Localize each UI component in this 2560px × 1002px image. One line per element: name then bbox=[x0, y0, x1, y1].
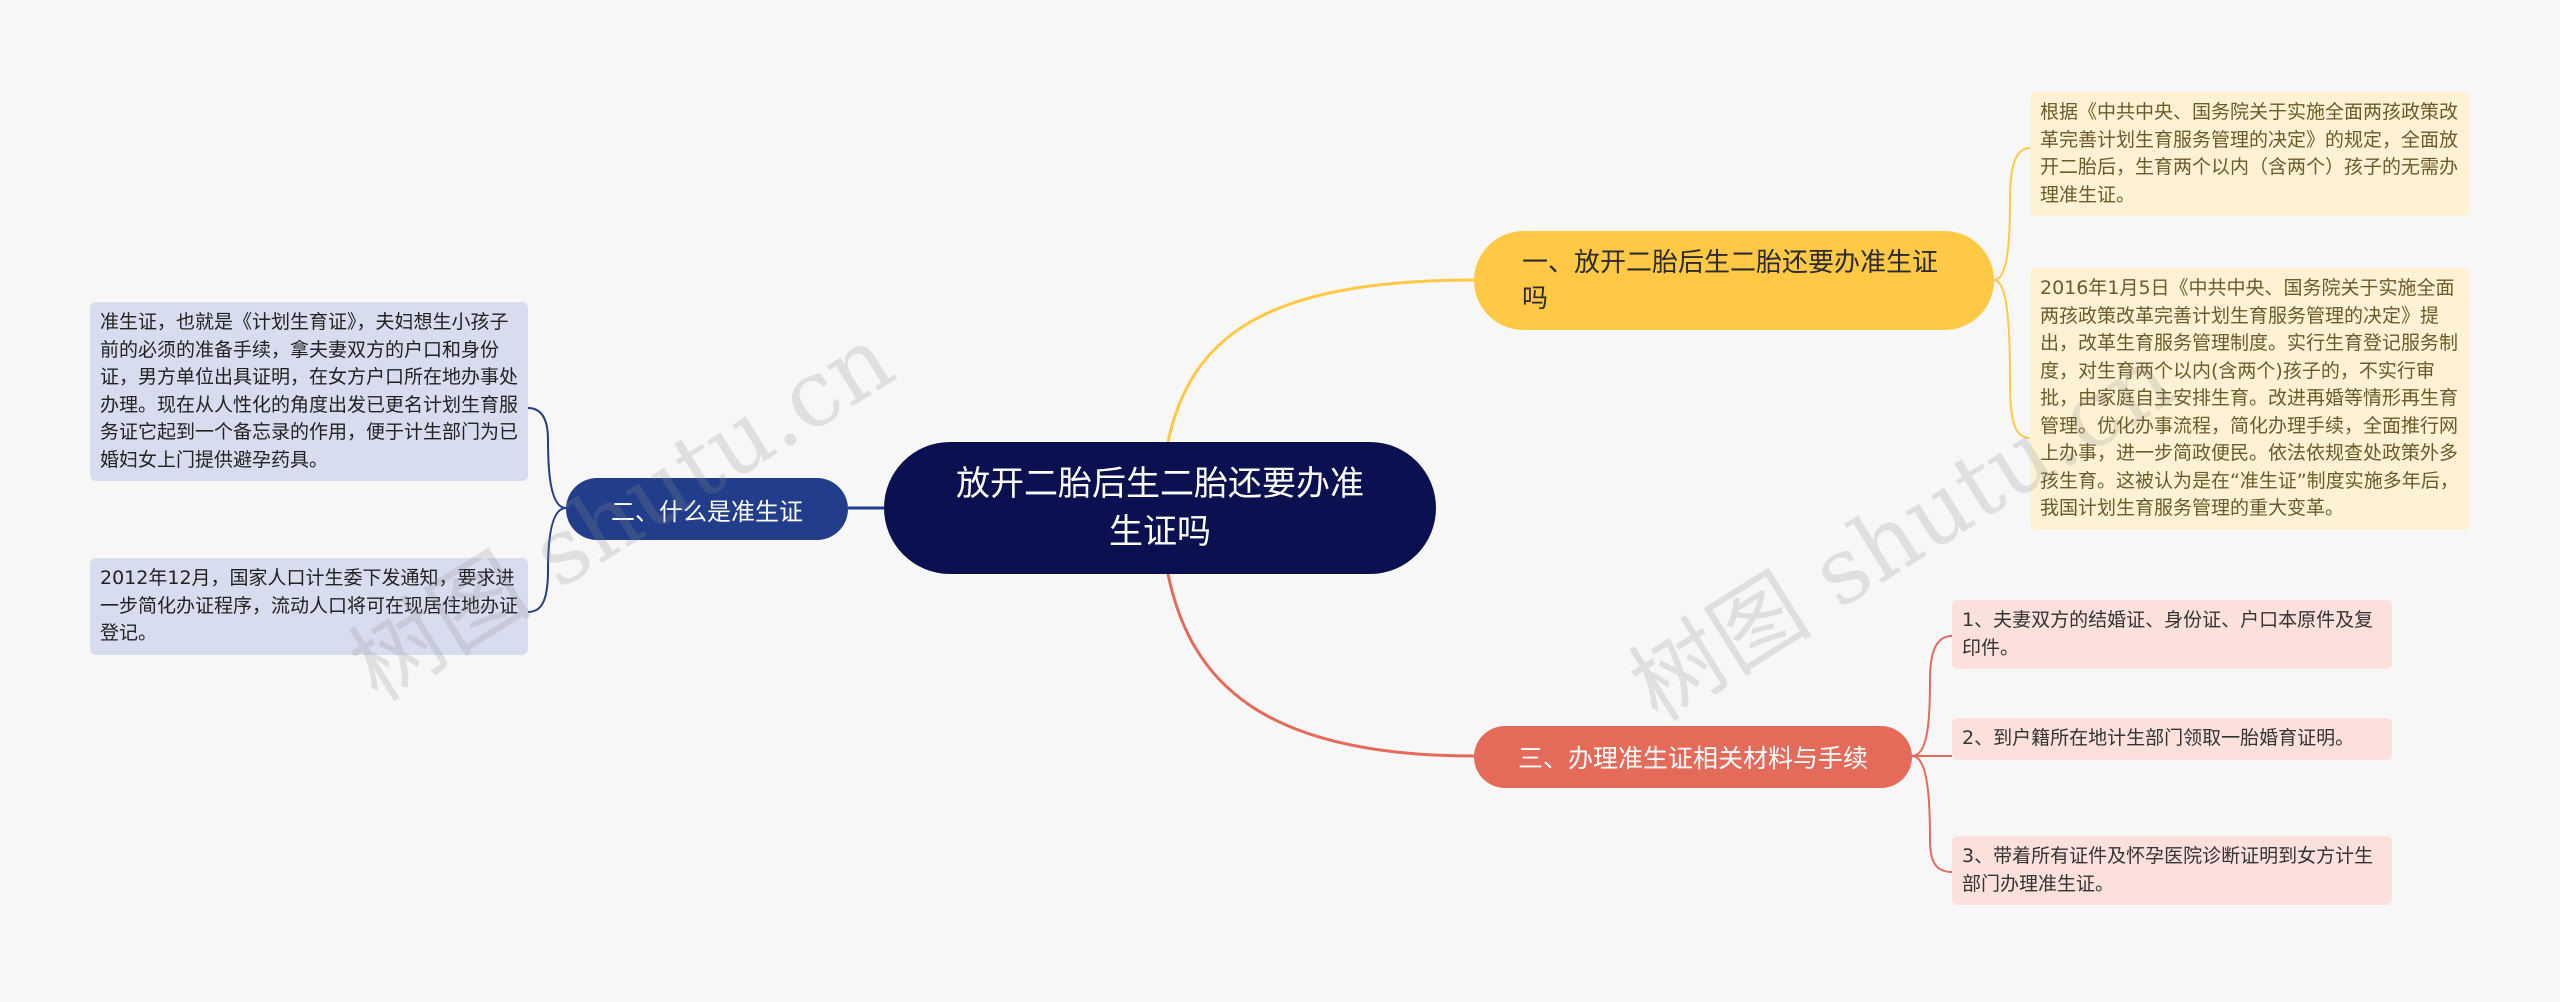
branch-2-leaf-1[interactable]: 准生证，也就是《计划生育证》，夫妇想生小孩子前的必须的准备手续，拿夫妻双方的户口… bbox=[90, 302, 528, 481]
link-branch1-leaf1 bbox=[1993, 147, 2031, 281]
branch-1-leaf-2[interactable]: 2016年1月5日《中共中央、国务院关于实施全面两孩政策改革完善计划生育服务管理… bbox=[2030, 268, 2470, 530]
branch-3-leaf-1[interactable]: 1、夫妻双方的结婚证、身份证、户口本原件及复印件。 bbox=[1952, 600, 2392, 669]
branch-1-label: 一、放开二胎后生二胎还要办准生证吗 bbox=[1522, 247, 1939, 314]
root-topic-label: 放开二胎后生二胎还要办准生证吗 bbox=[956, 464, 1364, 552]
branch-3-leaf-2[interactable]: 2、到户籍所在地计生部门领取一胎婚育证明。 bbox=[1952, 718, 2392, 760]
branch-1-topic[interactable]: 一、放开二胎后生二胎还要办准生证吗 bbox=[1474, 231, 1994, 330]
branch-2-leaf-2[interactable]: 2012年12月，国家人口计生委下发通知，要求进一步简化办证程序，流动人口将可在… bbox=[90, 558, 528, 655]
link-branch3-leaf3 bbox=[1911, 755, 1953, 873]
branch-2-topic[interactable]: 二、什么是准生证 bbox=[566, 478, 848, 540]
branch-3-leaf-3[interactable]: 3、带着所有证件及怀孕医院诊断证明到女方计生部门办理准生证。 bbox=[1952, 836, 2392, 905]
link-branch1-leaf2 bbox=[1993, 279, 2031, 439]
branch-1-leaf-1[interactable]: 根据《中共中央、国务院关于实施全面两孩政策改革完善计划生育服务管理的决定》的规定… bbox=[2030, 92, 2470, 216]
branch-3-topic[interactable]: 三、办理准生证相关材料与手续 bbox=[1474, 726, 1912, 788]
link-branch2-leaf2 bbox=[527, 507, 567, 613]
link-branch3-leaf1 bbox=[1911, 635, 1953, 757]
branch-3-label: 三、办理准生证相关材料与手续 bbox=[1517, 744, 1868, 773]
root-topic[interactable]: 放开二胎后生二胎还要办准生证吗 bbox=[884, 442, 1436, 574]
branch-2-label: 二、什么是准生证 bbox=[611, 497, 803, 526]
link-root-branch1 bbox=[1166, 278, 1475, 443]
link-root-branch3 bbox=[1166, 573, 1475, 758]
link-branch2-leaf1 bbox=[527, 407, 567, 509]
